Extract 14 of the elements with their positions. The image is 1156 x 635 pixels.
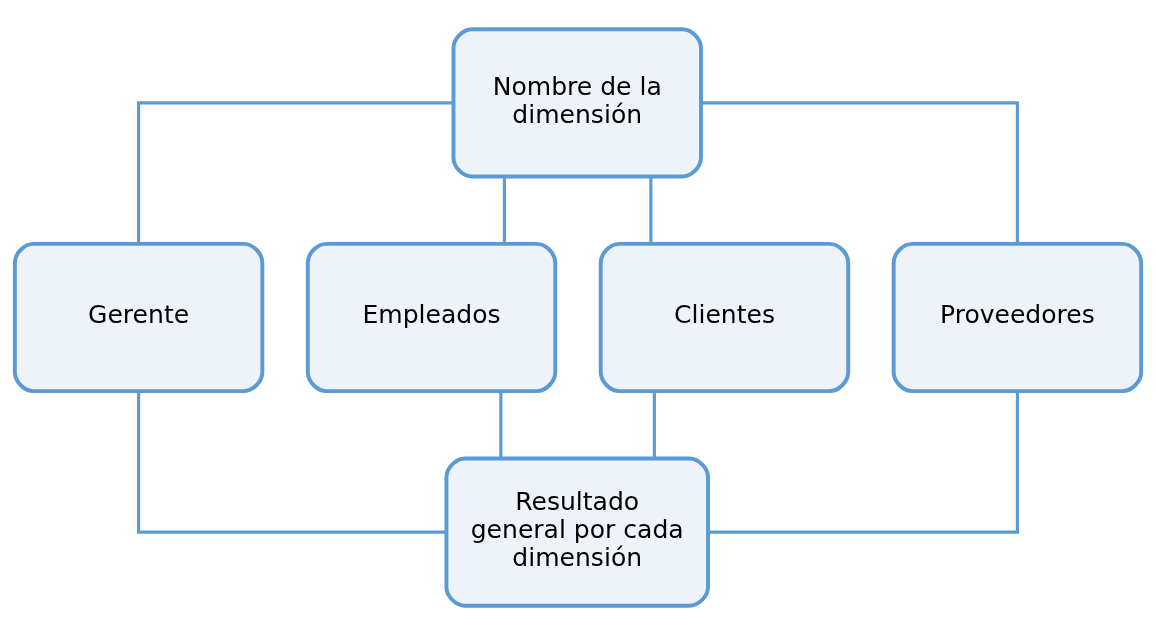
connector (708, 391, 1019, 534)
connector (137, 391, 447, 534)
connector (649, 176, 653, 244)
node-box: Gerente (12, 241, 265, 394)
node-box: Clientes (598, 241, 851, 394)
node-box: Empleados (305, 241, 558, 394)
connector (701, 101, 1019, 244)
connector (652, 391, 656, 459)
node-box: Nombre de la dimensión (451, 27, 703, 179)
node-box: Resultado general por cada dimensión (444, 456, 710, 608)
node-box: Proveedores (891, 241, 1144, 394)
connector (137, 101, 454, 244)
connector (499, 391, 503, 459)
connector (502, 176, 506, 244)
